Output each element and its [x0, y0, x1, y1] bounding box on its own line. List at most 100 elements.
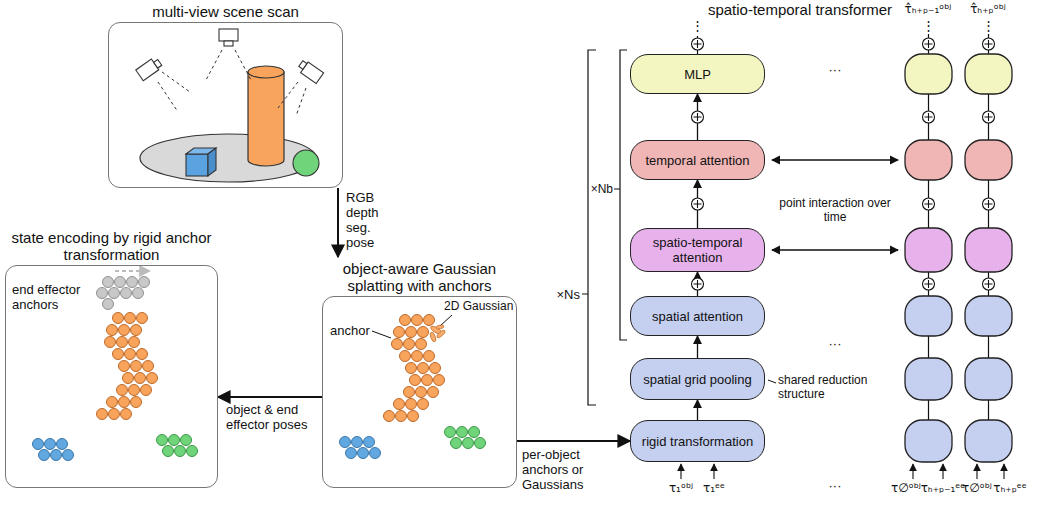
- anchor-point: [143, 361, 154, 372]
- attention-block: spatial attention: [630, 296, 765, 336]
- anchor-point: [115, 277, 126, 288]
- edge-label: object & end effector poses: [226, 402, 318, 432]
- anchor-point: [119, 325, 130, 336]
- anchor-point: [117, 385, 128, 396]
- residual-add: [923, 111, 935, 123]
- column-block: [965, 420, 1012, 462]
- anchor-point: [105, 337, 116, 348]
- residual-add: [985, 280, 993, 288]
- residual-add: [925, 200, 933, 208]
- anchor-point: [457, 427, 468, 438]
- repeat-count: ×Ns: [557, 287, 580, 302]
- input-arrow: [976, 464, 977, 479]
- anchor-point: [121, 409, 132, 420]
- note-label: shared reduction structure: [778, 373, 896, 401]
- camera-left: [136, 56, 163, 80]
- table: [140, 134, 316, 182]
- panel-heading: state encoding by rigid anchor transform…: [2, 229, 221, 263]
- residual-add: [925, 280, 933, 288]
- residual-add: [983, 198, 995, 210]
- anchor-point: [127, 277, 138, 288]
- residual-add: [692, 198, 704, 210]
- anchor-point: [163, 446, 174, 457]
- input-symbol: τ∅ᵒᵇʲ: [962, 480, 992, 496]
- motion-arrow: [115, 270, 150, 272]
- anchor-point: [410, 375, 421, 386]
- anchor-point: [418, 327, 429, 338]
- anchor-point: [157, 435, 168, 446]
- input-symbol: τ₁ᵒᵇʲ: [669, 480, 693, 496]
- anchor-point: [109, 409, 120, 420]
- residual-add: [985, 40, 993, 48]
- residual-add: [925, 113, 933, 121]
- anchor-point: [141, 385, 152, 396]
- block-label: rigid transformation: [642, 434, 753, 449]
- residual-add: [923, 38, 935, 50]
- attention-block: temporal attention: [630, 140, 765, 180]
- residual-add: [692, 278, 704, 290]
- output-symbol: τ̂ₕ₊ₚ₋₁ᵒᵇʲ: [905, 1, 952, 17]
- anchor-point: [97, 288, 108, 299]
- sphere: [293, 150, 319, 176]
- anchor-point: [97, 409, 108, 420]
- residual-add: [985, 113, 993, 121]
- anchor-point: [418, 399, 429, 410]
- anchor-point: [475, 438, 486, 449]
- column-block: [905, 54, 952, 94]
- anchor-point: [119, 361, 130, 372]
- output-symbol: τ̂ₕ₊ₚᵒᵇʲ: [970, 1, 1006, 17]
- anchor-point: [137, 349, 148, 360]
- anchor-point: [129, 337, 140, 348]
- anchor-point: [451, 438, 462, 449]
- anchor-point: [412, 315, 423, 326]
- anchor-point: [139, 277, 150, 288]
- residual-add: [923, 198, 935, 210]
- anchor-point: [135, 373, 146, 384]
- input-arrow: [912, 464, 913, 479]
- anchor-point: [370, 448, 381, 459]
- flow-arrow: [697, 336, 698, 358]
- ellipsis: ⋮: [922, 18, 935, 33]
- anchor-point: [416, 387, 427, 398]
- ellipsis: ···: [829, 62, 842, 77]
- input-arrow: [1003, 464, 1004, 479]
- anchor-point: [400, 315, 411, 326]
- anchor-point: [103, 277, 114, 288]
- column-block: [905, 228, 952, 272]
- camera-right: [297, 59, 324, 83]
- cube: [186, 154, 208, 176]
- column-block: [905, 420, 952, 462]
- nb-bracket: [614, 50, 627, 340]
- diagram-heading: spatio-temporal transformer: [708, 1, 892, 18]
- anchor-point: [147, 373, 158, 384]
- anchor-point: [121, 288, 132, 299]
- callout-label: anchor: [330, 323, 370, 338]
- leader-line: [768, 380, 776, 383]
- flow-arrow: [218, 396, 322, 398]
- column-block: [905, 358, 952, 400]
- anchor-point: [424, 351, 435, 362]
- column-block: [905, 296, 952, 336]
- ellipsis: ⋮: [982, 18, 995, 33]
- anchor-point: [406, 363, 417, 374]
- input-arrow: [680, 464, 681, 479]
- flow-arrow: [337, 188, 339, 257]
- residual-add: [983, 38, 995, 50]
- anchor-point: [109, 288, 120, 299]
- ellipsis: ···: [829, 478, 842, 493]
- leader-line: [440, 315, 452, 326]
- anchor-point: [469, 427, 480, 438]
- anchor-point: [406, 399, 417, 410]
- residual-add: [692, 38, 704, 50]
- attention-block: spatio-temporal attention: [630, 228, 765, 272]
- residual-add: [694, 280, 702, 288]
- anchor-point: [57, 439, 68, 450]
- panel-heading: object-aware Gaussian splatting with anc…: [313, 260, 526, 294]
- anchor-point: [358, 448, 369, 459]
- column-block: [905, 140, 952, 180]
- note-label: point interaction over time: [776, 196, 894, 224]
- anchor-point: [125, 349, 136, 360]
- double-arrow: [772, 159, 898, 160]
- ns-bracket: [582, 50, 596, 405]
